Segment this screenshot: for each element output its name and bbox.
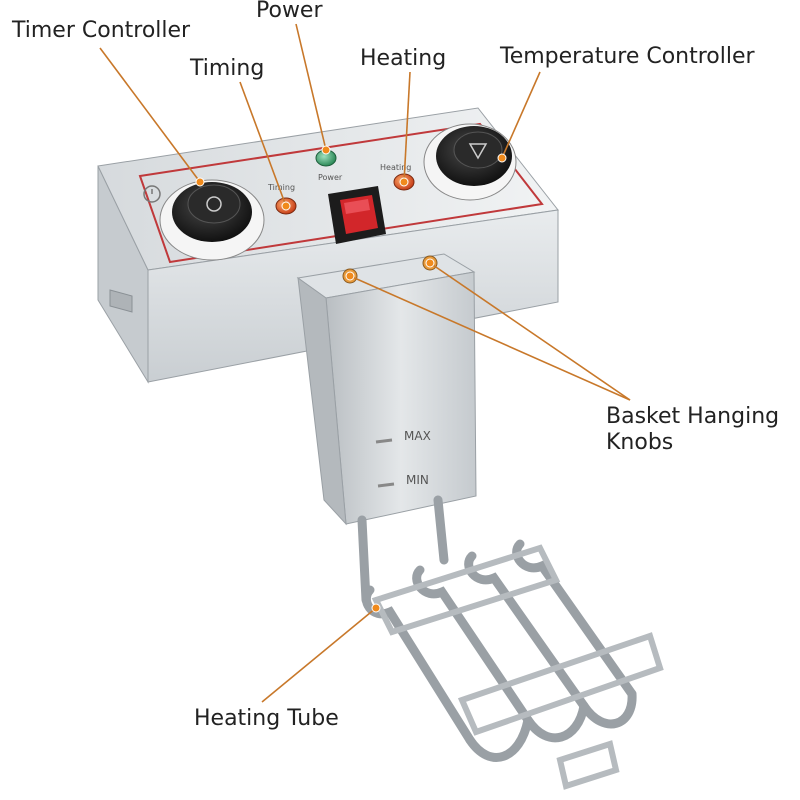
dot-basket-left <box>345 271 355 281</box>
timer-knob-mark <box>206 196 222 212</box>
panel-border <box>138 122 544 264</box>
leader-basket-right <box>429 262 631 401</box>
leader-heating <box>403 71 411 183</box>
bracket-edge <box>297 276 347 526</box>
thermometer-icon <box>468 143 488 160</box>
tube-frame-foot <box>556 740 620 790</box>
leader-lines <box>99 23 631 703</box>
tube-frame-back <box>371 544 561 636</box>
leader-power <box>295 23 327 151</box>
panel-heating-text: Heating <box>380 163 411 172</box>
dot-timer <box>195 177 205 187</box>
panel-power-text: Power <box>318 173 343 182</box>
basket-bracket: MAX MIN <box>296 253 477 526</box>
clock-icon <box>143 185 161 203</box>
power-socket <box>109 289 133 313</box>
tube-coil-2 <box>412 565 533 725</box>
power-switch <box>328 186 386 244</box>
timer-knob-top <box>187 184 241 224</box>
basket-hanging-knobs-label: Basket Hanging Knobs <box>606 404 779 456</box>
basket-hanging-label-line2: Knobs <box>606 430 674 455</box>
dot-power <box>321 145 331 155</box>
heating-label: Heating <box>360 46 447 71</box>
power-switch-highlight <box>344 199 370 214</box>
dot-timing <box>281 201 291 211</box>
dot-basket-right <box>425 258 435 268</box>
max-text: MAX <box>404 429 431 443</box>
leader-timer <box>99 47 201 183</box>
timer-knob <box>143 179 265 261</box>
min-text: MIN <box>406 473 429 487</box>
timing-label: Timing <box>190 56 265 81</box>
timer-controller-label: Timer Controller <box>12 18 191 43</box>
tube-bracket-frame <box>371 544 664 790</box>
tube-frame-front <box>457 632 664 736</box>
tube-coil-4 <box>512 539 637 699</box>
tube-riser-right <box>433 495 449 565</box>
leader-temp <box>501 71 541 159</box>
min-mark <box>377 482 395 488</box>
temperature-controller-label: Temperature Controller <box>500 44 755 69</box>
dot-temp <box>497 153 507 163</box>
temperature-knob <box>423 123 517 201</box>
panel-timing-text: Timing <box>267 183 295 192</box>
heating-tube-label: Heating Tube <box>194 706 339 731</box>
basket-hanging-label-line1: Basket Hanging <box>606 404 780 429</box>
max-mark <box>375 438 393 444</box>
leader-timing <box>239 81 287 207</box>
power-label: Power <box>256 0 323 23</box>
leader-basket-left <box>349 275 631 401</box>
callout-dots <box>195 145 507 613</box>
tube-loop-front <box>465 689 637 762</box>
leader-heating-tube <box>261 607 377 703</box>
heating-tube <box>357 495 637 762</box>
dot-heating-tube <box>371 603 381 613</box>
temp-knob-top <box>453 131 503 169</box>
tube-coil-3 <box>464 551 589 711</box>
bracket-plate <box>325 271 477 525</box>
tube-riser-left <box>357 515 371 605</box>
tube-coil-1 <box>361 585 475 745</box>
dot-heating <box>399 177 409 187</box>
